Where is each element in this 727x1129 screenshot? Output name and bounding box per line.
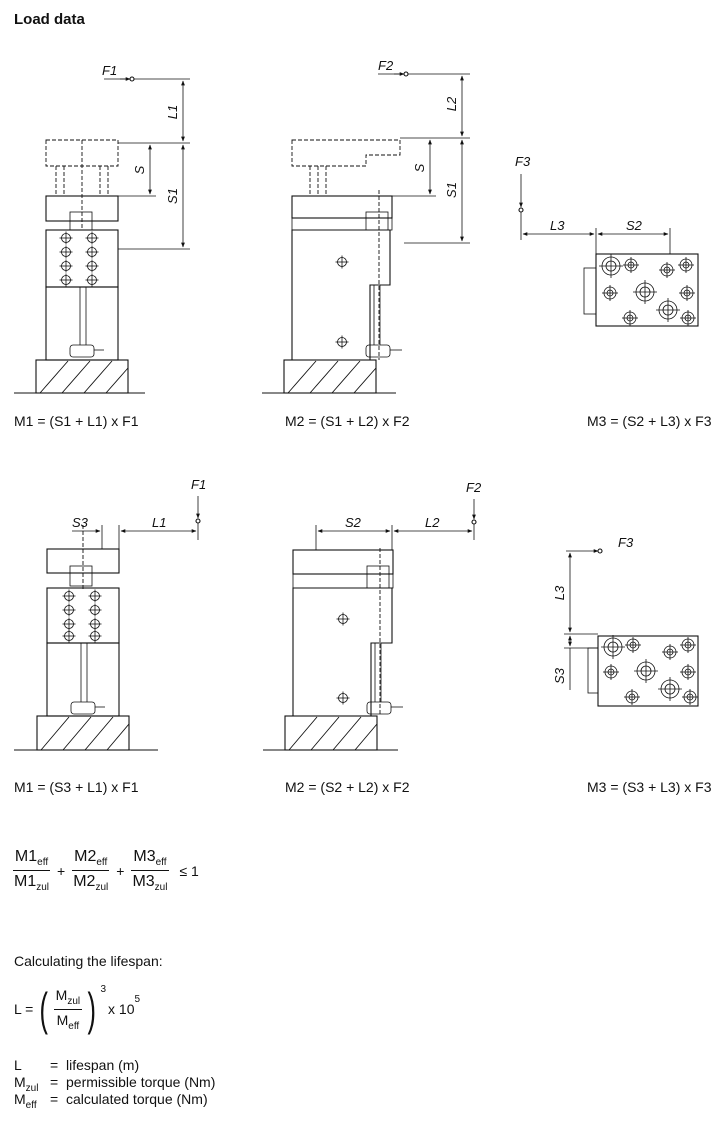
page-title: Load data [14, 11, 85, 28]
label-s: S [412, 163, 427, 172]
label-s2: S2 [345, 515, 362, 530]
drawing-m2-top: F2 L2 S1 S [262, 58, 470, 394]
drawing-m1-bottom: F1 S3 L1 [14, 477, 206, 751]
label-s3: S3 [72, 515, 89, 530]
label-f1: F1 [102, 63, 117, 78]
drawing-m3-top: F3 L3 S2 [515, 154, 699, 327]
label-f1: F1 [191, 477, 206, 492]
label-f2: F2 [466, 480, 482, 495]
formula-m1-bottom: M1 = (S3 + L1) x F1 [14, 779, 139, 795]
factor-exponent: 5 [134, 994, 141, 1005]
sum-condition-formula: M1eff M1zul + M2eff M2zul + M3eff M3zul … [12, 848, 199, 893]
label-f3: F3 [618, 535, 634, 550]
label-s2: S2 [626, 218, 643, 233]
label-s1: S1 [165, 188, 180, 204]
label-l2: L2 [444, 96, 459, 111]
label-s1: S1 [444, 182, 459, 198]
lifespan-heading: Calculating the lifespan: [14, 953, 163, 969]
legend-row-lifespan: L=lifespan (m) [14, 1057, 140, 1073]
legend-row-calculated: Meff=calculated torque (Nm) [14, 1091, 208, 1111]
exponent: 3 [100, 984, 107, 995]
lifespan-lhs: L = [14, 1001, 34, 1017]
drawing-m3-bottom: F3 L3 S3 [552, 535, 699, 707]
label-l1: L1 [152, 515, 166, 530]
legend-row-permissible: Mzul=permissible torque (Nm) [14, 1074, 216, 1094]
plus-sign: + [57, 862, 66, 879]
legend: L=lifespan (m) Mzul=permissible torque (… [14, 1057, 216, 1111]
left-paren: ( [39, 983, 49, 1035]
formula-m3-top: M3 = (S2 + L3) x F3 [587, 413, 712, 429]
label-s3: S3 [552, 667, 567, 684]
relation: ≤ 1 [179, 862, 199, 879]
label-l2: L2 [425, 515, 440, 530]
drawing-m1-top: F1 L1 S1 S [14, 63, 190, 394]
fraction-m2: M2eff M2zul [72, 848, 110, 894]
formula-m2-top: M2 = (S1 + L2) x F2 [285, 413, 410, 429]
drawing-m2-bottom: F2 S2 L2 [263, 480, 482, 751]
label-s: S [132, 165, 147, 174]
plus-sign: + [116, 862, 125, 879]
formula-m1-top: M1 = (S1 + L1) x F1 [14, 413, 139, 429]
right-paren: ) [87, 983, 97, 1035]
fraction-m1: M1eff M1zul [12, 848, 51, 894]
label-f2: F2 [378, 58, 394, 73]
fraction-m3: M3eff M3zul [131, 848, 169, 894]
formula-m3-bottom: M3 = (S3 + L3) x F3 [587, 779, 712, 795]
factor: x 10 [108, 1001, 135, 1017]
lifespan-fraction: Mzul Meff [53, 986, 83, 1032]
label-l1: L1 [165, 105, 180, 119]
formula-m2-bottom: M2 = (S2 + L2) x F2 [285, 779, 410, 795]
label-l3: L3 [552, 585, 567, 600]
label-l3: L3 [550, 218, 565, 233]
label-f3: F3 [515, 154, 531, 169]
